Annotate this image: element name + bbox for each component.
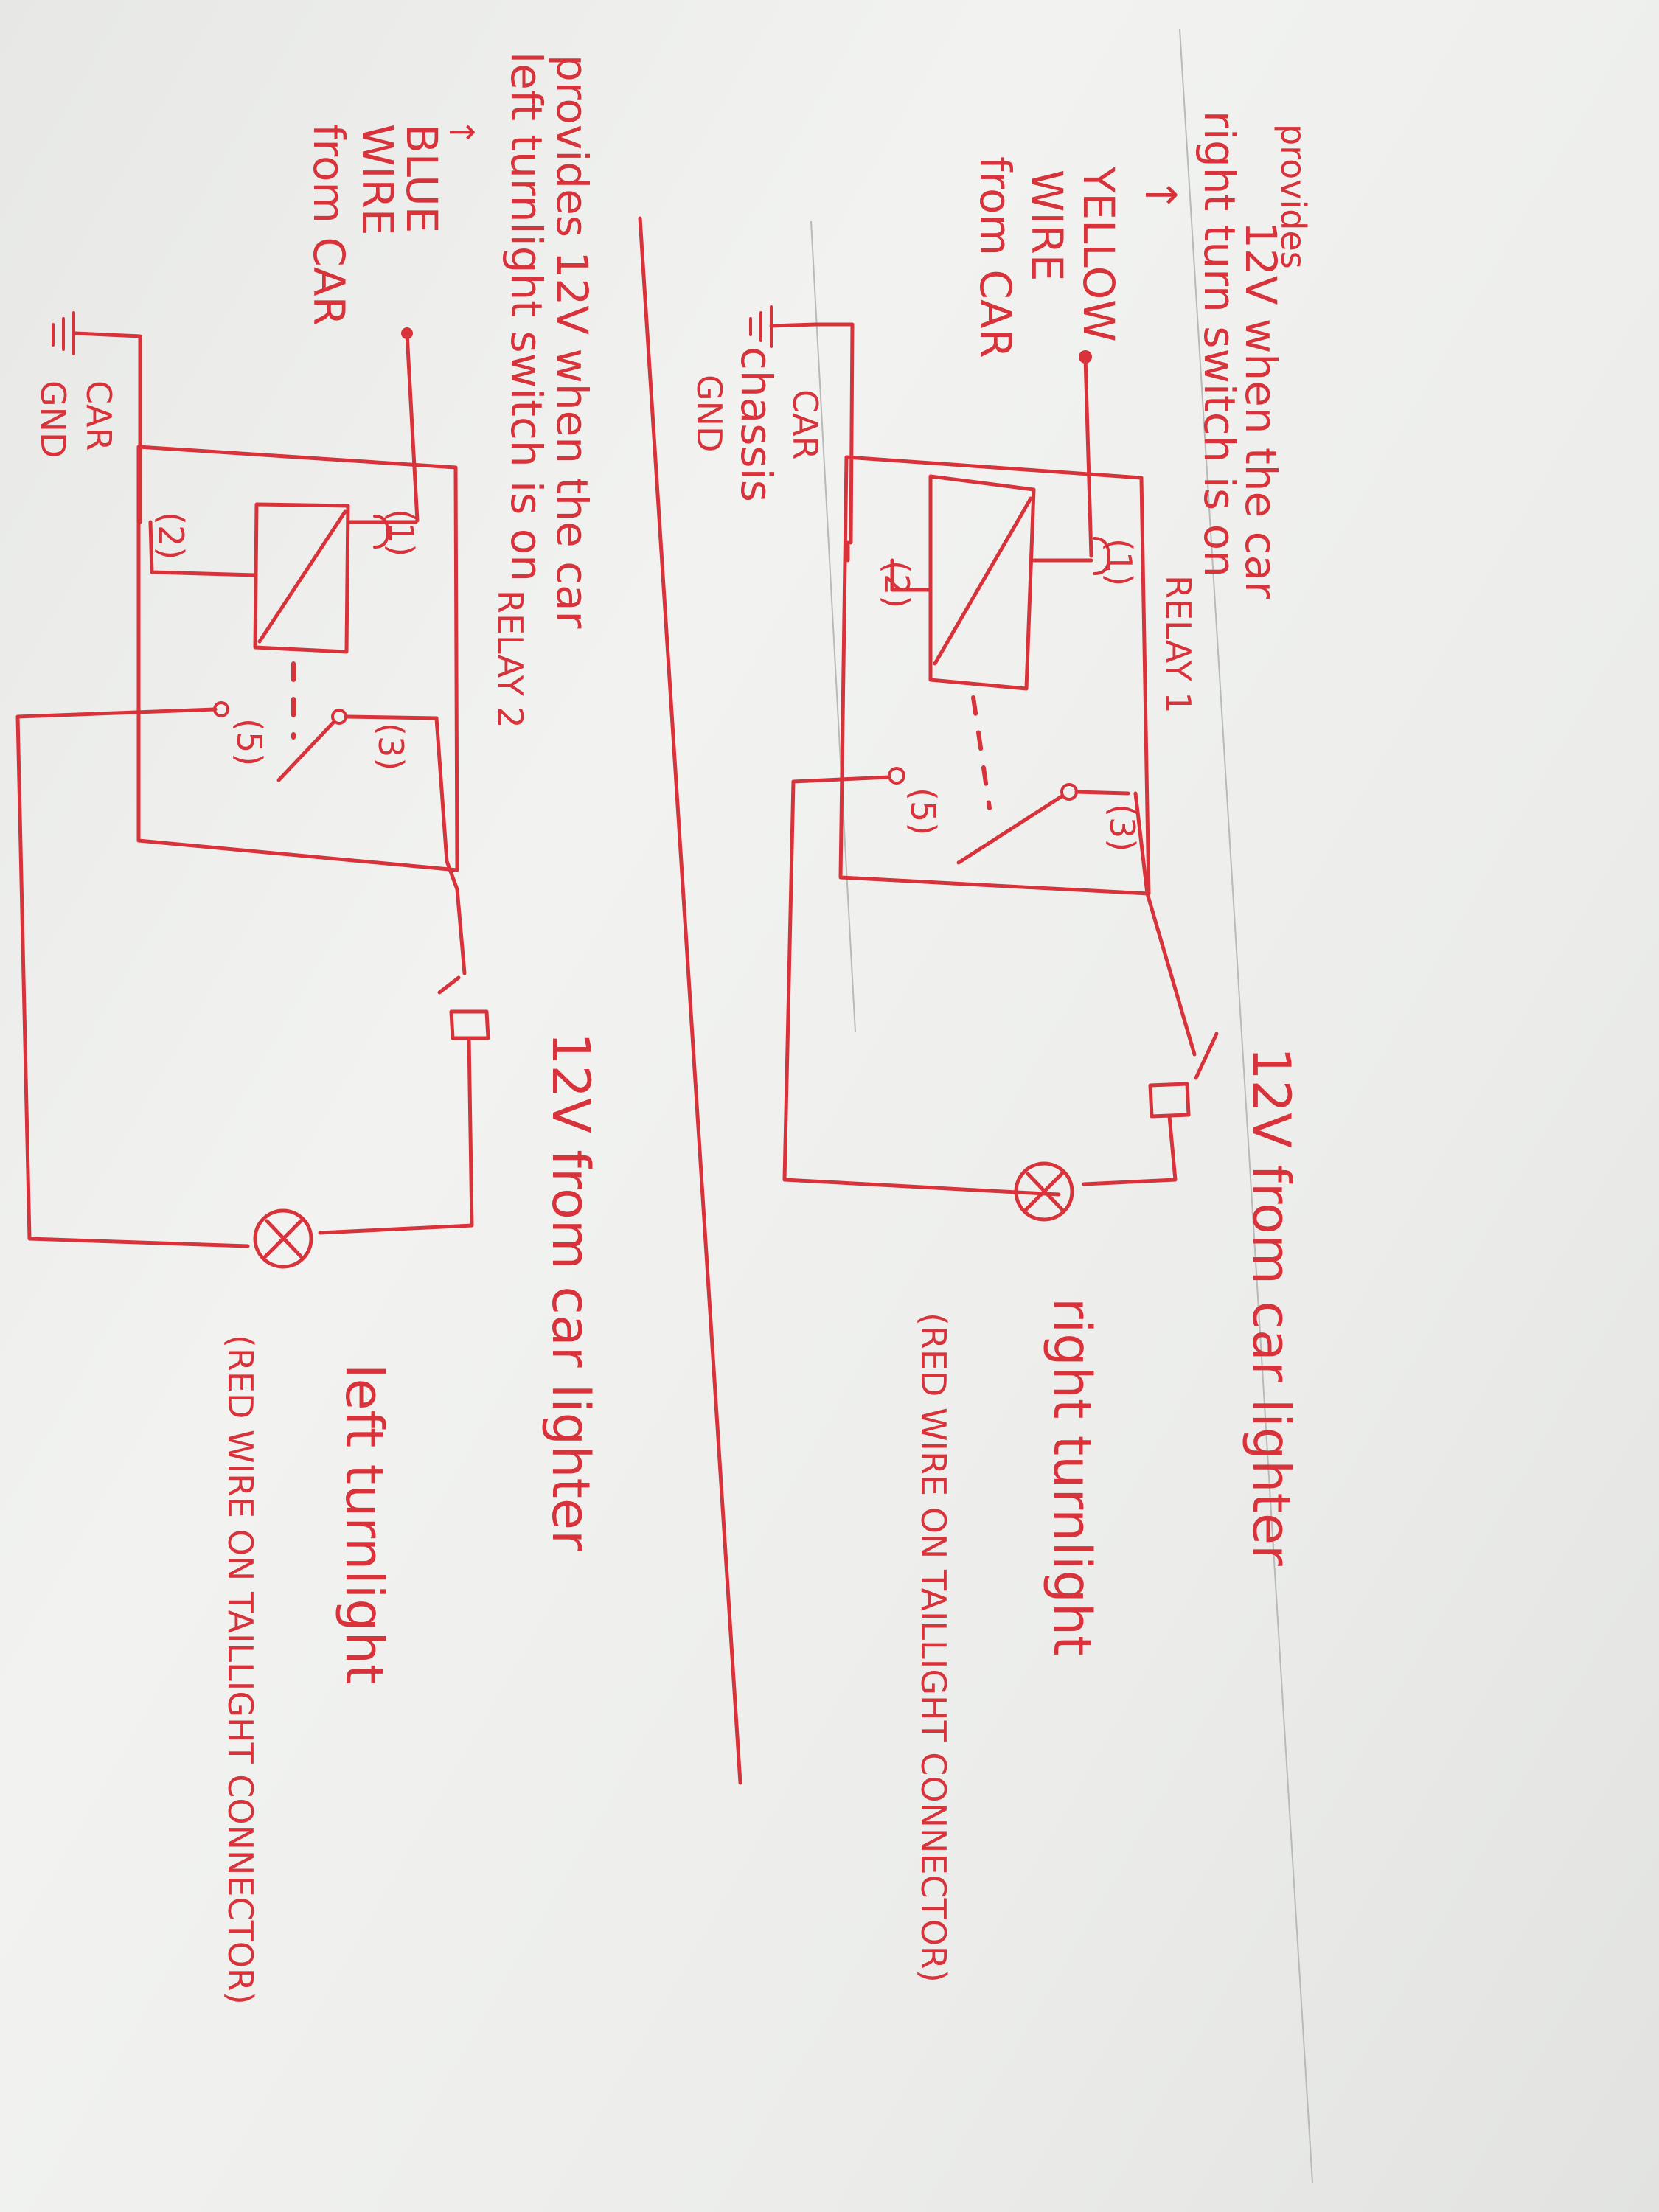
relay2-pin5-wire — [15, 707, 250, 1248]
relay1-battery-cell — [1148, 1082, 1191, 1119]
relay2-battery-plate — [437, 975, 461, 995]
relay1-wire-yellow: YELLOW — [1074, 166, 1124, 342]
relay1-gnd-gnd: GND — [689, 375, 729, 452]
relay1-coil — [928, 474, 1036, 691]
relay2-label: RELAY 2 — [490, 590, 530, 728]
relay1-ground-symbol — [749, 305, 773, 348]
relay1-lamp-connector: (RED WIRE ON TAILLIGHT CONNECTOR) — [914, 1312, 953, 1983]
relay2-note-line1: provides 12V when the car — [547, 55, 597, 629]
relay2-pin5-label: (5) — [229, 718, 269, 766]
relay1-label: RELAY 1 — [1158, 575, 1198, 714]
relay2-switch-blade — [276, 720, 335, 782]
relay1-input-wire — [1083, 355, 1093, 558]
relay1-pin3-label: (3) — [1102, 804, 1142, 852]
relay2-supply-label: 12V from car lighter — [540, 1032, 601, 1551]
relay2-pin2-wire — [148, 520, 257, 577]
relay2-lamp-label: left turnlight — [334, 1364, 394, 1685]
relay2-pin2-label: (2) — [151, 512, 191, 560]
relay2-note-arrow: ↑ — [442, 118, 481, 147]
section-divider — [638, 216, 742, 1785]
paper-crease — [810, 220, 856, 1033]
relay2-gnd-gnd: GND — [33, 380, 73, 458]
relay2-wire-blue: BLUE — [397, 124, 447, 233]
relay1-switch-blade — [956, 794, 1064, 865]
relay1-lamp — [1014, 1161, 1074, 1222]
relay2-circuit: provides 12V when the car left turnlight… — [15, 52, 601, 2005]
relay2-pin1-label: (1) — [381, 509, 421, 557]
relay1-supply-label: 12V from car lighter — [1241, 1047, 1301, 1566]
relay2-note-line2: left turnlight switch is on — [501, 52, 552, 582]
relay1-note-arrow: ↑ — [1135, 177, 1186, 213]
relay1-gnd-car: CAR — [785, 389, 825, 460]
relay1-battery-plate — [1194, 1032, 1219, 1080]
relay2-ground-wire — [73, 331, 142, 524]
relay2-ground-symbol — [52, 311, 75, 355]
relay2-coil — [253, 502, 350, 654]
relay2-battery-cell — [449, 1009, 490, 1040]
relay2-pin1-mark — [373, 515, 389, 549]
relay1-supply-return — [1082, 1114, 1178, 1186]
relay1-note-provides: provides — [1273, 124, 1313, 269]
relay1-wire-wire: WIRE — [1022, 170, 1072, 281]
relay2-lamp-connector: (RED WIRE ON TAILLIGHT CONNECTOR) — [220, 1335, 260, 2005]
relay1-pin5-label: (5) — [903, 787, 943, 835]
relay2-supply-return — [318, 1036, 474, 1235]
relay1-pin3-wire — [1074, 790, 1130, 796]
relay1-coil-diagonal — [933, 496, 1033, 666]
relay1-note-line2: right turn switch is on — [1194, 111, 1245, 577]
relay1-pin2-label: (2) — [877, 560, 917, 608]
relay1-gnd-chassis: chassis — [731, 347, 782, 502]
relay1-wire-from-car: from CAR — [970, 156, 1020, 358]
relay1-pin5-wire — [782, 775, 1061, 1197]
relay2-pin3-label: (3) — [371, 723, 411, 771]
relay2-wire-from-car: from CAR — [304, 124, 354, 326]
relay1-circuit: provides 12V when the car right turn swi… — [689, 111, 1313, 1983]
relay1-pin1-label: (1) — [1099, 538, 1139, 586]
relay1-pin1-mark — [1093, 537, 1110, 575]
relay1-pin3-terminal — [1060, 783, 1078, 801]
relay2-coil-diagonal — [257, 509, 347, 644]
relay2-input-wire — [405, 331, 420, 523]
relay2-lamp-x — [263, 1219, 303, 1259]
relay1-ground-wire — [813, 322, 855, 545]
relay1-lamp-label: right turnlight — [1042, 1298, 1102, 1656]
relay1-note-line1: 12V when the car — [1236, 221, 1286, 599]
relay2-lamp — [253, 1208, 313, 1269]
relay1-pin2-wire — [890, 558, 933, 592]
relay1-lamp-x — [1024, 1172, 1064, 1211]
relay2-box — [136, 445, 459, 872]
relay1-supply-wire — [1133, 791, 1197, 1057]
relay1-pin5-terminal — [888, 767, 905, 785]
relay2-gnd-car: CAR — [79, 380, 119, 451]
relay2-wire-wire: WIRE — [352, 124, 403, 235]
relay1-armature-link — [971, 695, 992, 810]
relay2-pin3-wire — [344, 714, 467, 975]
paper-crease — [1179, 29, 1313, 2183]
